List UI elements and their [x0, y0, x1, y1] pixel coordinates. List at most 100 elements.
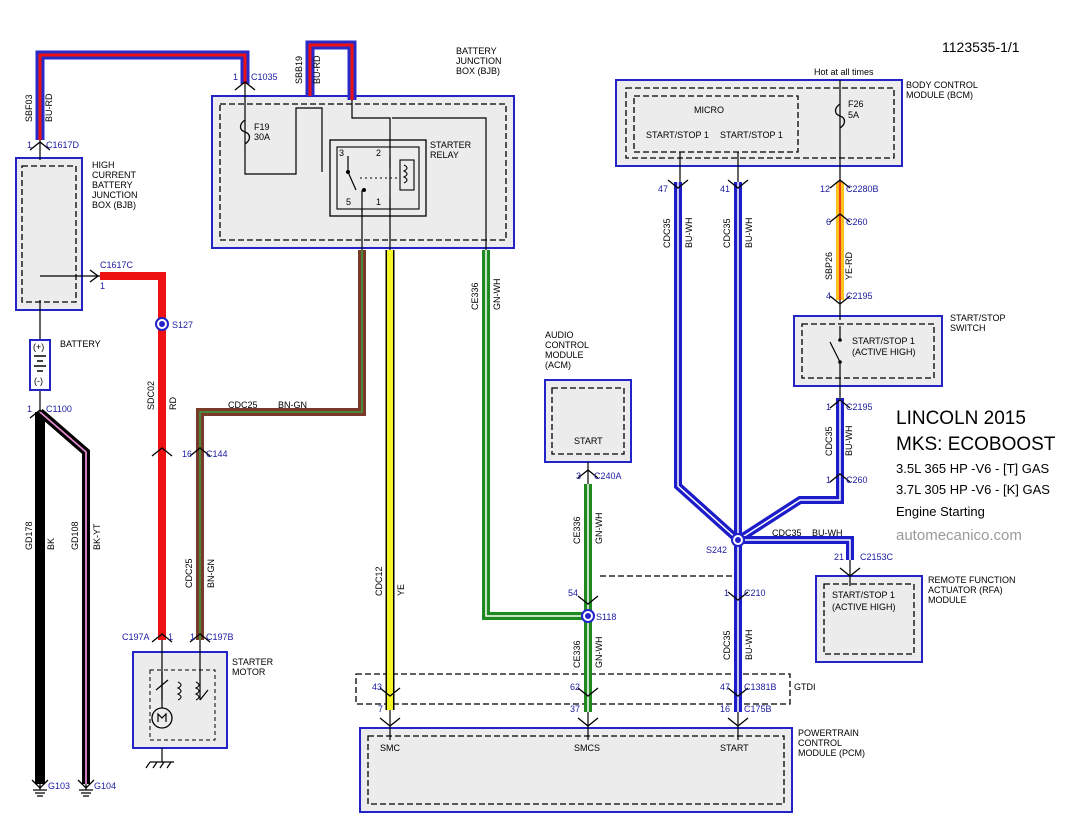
circ-bn-gn-b: BN-GN: [206, 559, 216, 588]
circ-bn-gn-a: BN-GN: [278, 400, 307, 410]
pin-62: 62: [570, 682, 580, 692]
conn-c197a: C197A: [122, 632, 150, 642]
pcm-box: [359, 727, 793, 813]
pin-gtdi-47: 47: [720, 682, 730, 692]
relay-pin-3: 3: [339, 148, 344, 158]
circ-ce336-b: CE336: [572, 516, 582, 544]
pin-c175b: 16: [720, 704, 730, 714]
circ-ce336-a: CE336: [470, 282, 480, 310]
title-line4: 3.7L 305 HP -V6 - [K] GAS: [896, 482, 1050, 497]
ss-active-high: (ACTIVE HIGH): [852, 347, 916, 357]
rfa-box: [815, 575, 923, 663]
circ-bu-rd-b: BU-RD: [312, 55, 322, 84]
pcm-smc-label: SMC: [380, 743, 401, 753]
pin-c197b: 1: [190, 632, 195, 642]
ground-icon-g103: [33, 784, 47, 797]
pin-c2195: 1: [826, 402, 831, 412]
fuse-f19-rating: 30A: [254, 132, 270, 142]
pin-c1100: 1: [27, 404, 32, 414]
conn-c260a: C260: [846, 217, 868, 227]
acm-start-label: START: [574, 436, 603, 446]
conn-s242: S242: [706, 545, 727, 555]
circ-gn-wh-c: GN-WH: [594, 637, 604, 669]
pcm-smcs-label: SMCS: [574, 743, 600, 753]
pin-4: 4: [826, 291, 831, 301]
pin-43: 43: [372, 682, 382, 692]
pin-21: 21: [834, 552, 844, 562]
fuse-f26-rating: 5A: [848, 110, 859, 120]
circ-cdc25-b: CDC25: [184, 558, 194, 588]
circ-bu-wh-b: BU-WH: [744, 218, 754, 249]
conn-c144: C144: [206, 449, 228, 459]
ground-icon-starter: [145, 748, 174, 769]
circ-gn-wh-b: GN-WH: [594, 513, 604, 545]
circ-cdc12: CDC12: [374, 566, 384, 596]
pin-c197a: 1: [168, 632, 173, 642]
bjb-top-box: [211, 95, 515, 249]
circ-bu-wh-d: BU-WH: [812, 528, 843, 538]
connector-arrows: [29, 81, 861, 789]
micro-label: MICRO: [694, 105, 724, 115]
circ-sbf03: SBF03: [24, 94, 34, 122]
ss-start-stop-1: START/STOP 1: [852, 336, 915, 346]
ground-icon-g104: [79, 784, 93, 797]
pin-6: 6: [826, 217, 831, 227]
pin-bcm-41: 41: [720, 184, 730, 194]
switch-icon: [829, 326, 842, 378]
pin-c1035: 1: [233, 72, 238, 82]
fuse-f26-label: F26: [848, 99, 864, 109]
circ-cdc35-e: CDC35: [722, 630, 732, 660]
circ-gn-wh-a: GN-WH: [492, 279, 502, 311]
pin-7: 7: [378, 704, 383, 714]
fuse-f19-icon: [239, 119, 251, 145]
pin-c210: 1: [724, 588, 729, 598]
circ-cdc25-a: CDC25: [228, 400, 258, 410]
pin-c260: 1: [826, 475, 831, 485]
conn-c1381b: C1381B: [744, 682, 777, 692]
circ-bk-yt: BK-YT: [92, 523, 102, 550]
pin-12: 12: [820, 184, 830, 194]
wire-bu-rd-left: [35, 50, 250, 140]
circ-ye-rd: YE-RD: [844, 251, 854, 280]
hot-label: Hot at all times: [814, 67, 874, 77]
wire-rd: [100, 272, 166, 640]
conn-c240a: C240A: [594, 471, 622, 481]
rfa-start-stop-1: START/STOP 1: [832, 590, 895, 600]
bjb-top-label: BATTERY JUNCTION BOX (BJB): [456, 46, 502, 76]
circ-sdc02: SDC02: [146, 381, 156, 410]
conn-c210: C210: [744, 588, 766, 598]
connector-labels: C1035 C1617D C1617C C1100 S127 C144 C197…: [46, 72, 894, 791]
ss-switch-box: [793, 315, 943, 387]
battery-label: BATTERY: [60, 339, 101, 349]
pin-c1617c: 1: [100, 281, 105, 291]
bcm-start-stop-1b: START/STOP 1: [720, 130, 783, 140]
rfa-active-high: (ACTIVE HIGH): [832, 602, 896, 612]
gtdi-dashed-outline: [355, 673, 791, 705]
fuse-f19-label: F19: [254, 122, 270, 132]
bcm-start-stop-1a: START/STOP 1: [646, 130, 709, 140]
bcm-label: BODY CONTROL MODULE (BCM): [906, 80, 978, 100]
gtdi-label: GTDI: [794, 682, 816, 692]
starter-motor-box: [132, 651, 228, 749]
starter-relay-icon: [329, 139, 427, 217]
conn-s127: S127: [172, 320, 193, 330]
circ-rd: RD: [168, 397, 178, 410]
watermark: automecanico.com: [896, 527, 1022, 544]
starter-motor-label: STARTER MOTOR: [232, 657, 274, 677]
pin-c144: 16: [182, 449, 192, 459]
bjb-left-label: HIGH CURRENT BATTERY JUNCTION BOX (BJB): [92, 160, 138, 210]
conn-c1617c: C1617C: [100, 260, 134, 270]
title-line1: LINCOLN 2015: [896, 408, 1026, 429]
bjb-left-box: [15, 157, 83, 311]
circ-bu-wh-c: BU-WH: [844, 426, 854, 457]
splice-s127: [155, 317, 169, 331]
title-line3: 3.5L 365 HP -V6 - [T] GAS: [896, 461, 1050, 476]
pcm-start-label: START: [720, 743, 749, 753]
pin-54: 54: [568, 588, 578, 598]
circ-gd108: GD108: [70, 521, 80, 550]
splice-s118: [581, 609, 595, 623]
pin-37: 37: [570, 704, 580, 714]
ss-switch-label: START/STOP SWITCH: [950, 313, 1006, 333]
wire-bn-gn: [196, 250, 366, 640]
